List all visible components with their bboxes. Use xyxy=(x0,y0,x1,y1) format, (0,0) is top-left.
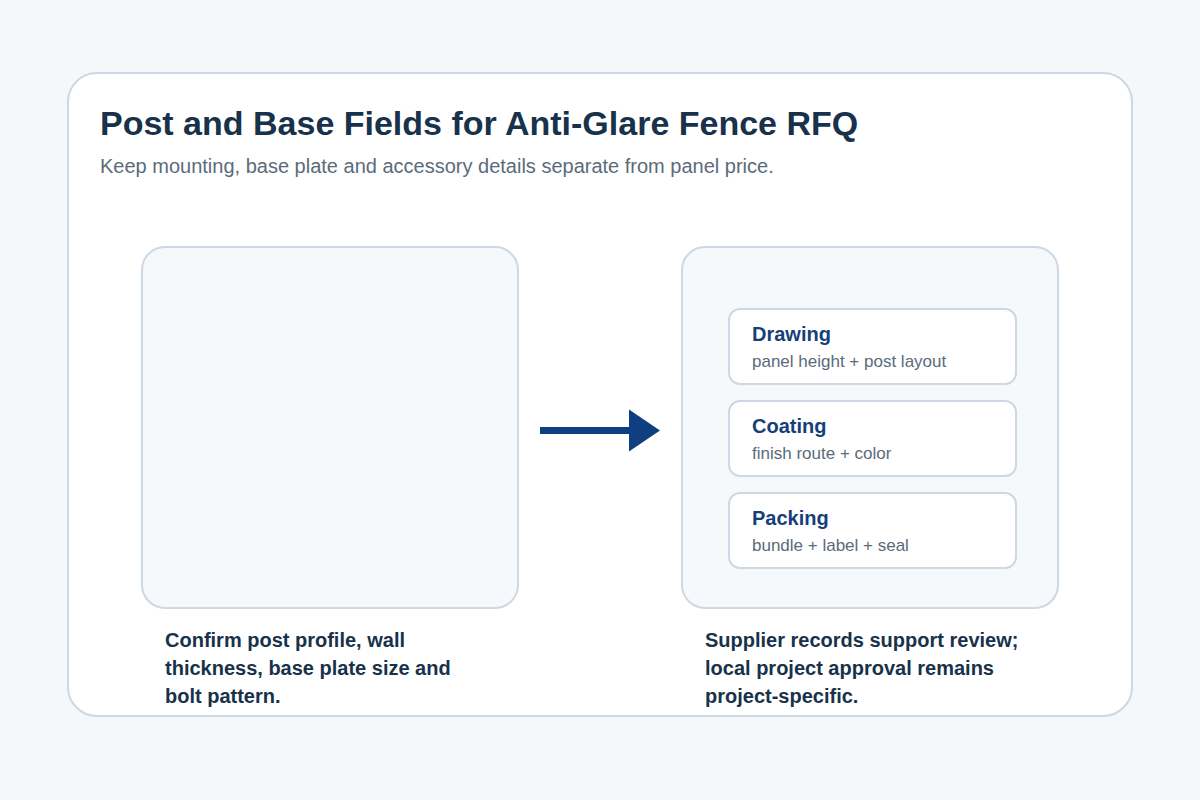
panel-box: Confirm post profile, wall thickness, ba… xyxy=(141,246,519,609)
field-box: Drawing panel height + post layout xyxy=(728,308,1017,385)
field-detail: finish route + color xyxy=(752,443,993,465)
flow-arrow xyxy=(540,410,660,452)
field-box: Packing bundle + label + seal xyxy=(728,492,1017,569)
field-heading: Packing xyxy=(752,506,993,530)
field-detail: panel height + post layout xyxy=(752,351,993,373)
field-box: Coating finish route + color xyxy=(728,400,1017,477)
arrow-head xyxy=(629,410,660,452)
diagram-subtitle: Keep mounting, base plate and accessory … xyxy=(100,155,774,178)
field-heading: Drawing xyxy=(752,322,993,346)
panel-caption: Confirm post profile, wall thickness, ba… xyxy=(165,626,487,710)
diagram-title: Post and Base Fields for Anti-Glare Fenc… xyxy=(100,104,858,143)
field-detail: bundle + label + seal xyxy=(752,535,993,557)
arrow-shaft xyxy=(540,427,632,434)
field-heading: Coating xyxy=(752,414,993,438)
panel-caption: Supplier records support review; local p… xyxy=(705,626,1027,710)
panel-box: Supplier records support review; local p… xyxy=(681,246,1059,609)
